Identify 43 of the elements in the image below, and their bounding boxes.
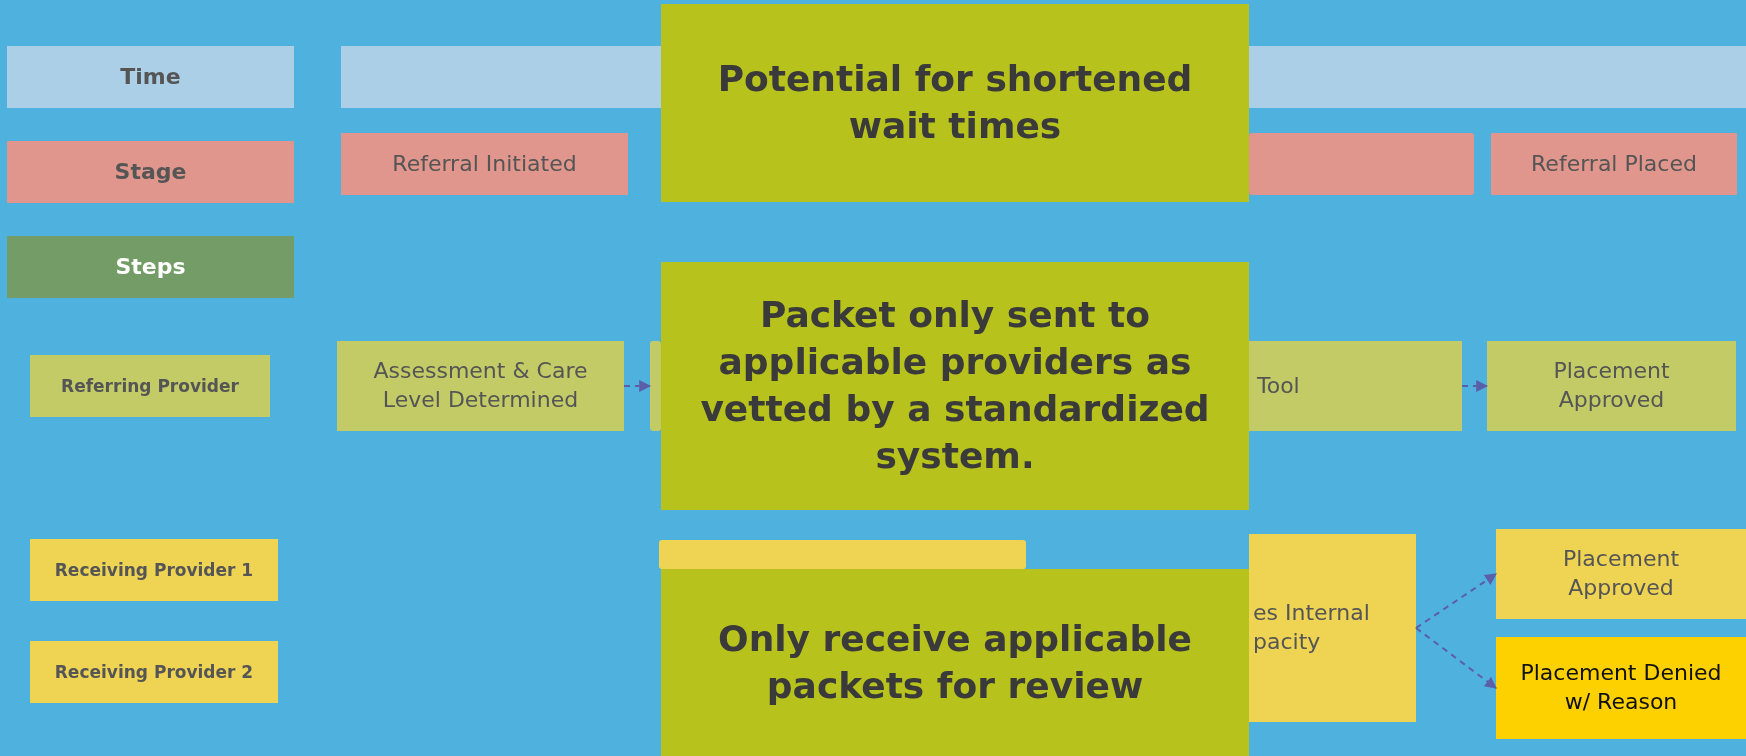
- callout-box: [661, 262, 1249, 510]
- callout-box: [661, 569, 1249, 756]
- arrow: [623, 380, 652, 392]
- callout-text: Only receive applicable packets for review: [717, 616, 1193, 708]
- lane-label: Receiving Provider 2: [54, 660, 254, 684]
- process-box: [1249, 534, 1416, 722]
- lane-header: [7, 46, 294, 108]
- process-box: [1487, 341, 1736, 431]
- lane-label: Receiving Provider 1: [54, 558, 254, 582]
- process-box: [1491, 133, 1737, 195]
- timeline-bar: [341, 46, 661, 108]
- lane-header: [30, 641, 278, 703]
- lane-label: Time: [120, 62, 181, 91]
- arrow: [1461, 380, 1489, 392]
- lane-label: Steps: [115, 252, 186, 281]
- process-box: [650, 341, 661, 431]
- step-label: Referral Initiated: [392, 149, 577, 178]
- step-label: Assessment & Care Level Determined: [372, 357, 589, 414]
- step-label: Referral Placed: [1531, 149, 1697, 178]
- step-label: Placement Approved: [1562, 545, 1680, 602]
- lane-header: [7, 141, 294, 203]
- timeline-bar: [1249, 46, 1746, 108]
- lane-header: [7, 236, 294, 298]
- process-box: [337, 341, 624, 431]
- process-box: [341, 133, 628, 195]
- lane-label: Stage: [114, 157, 187, 186]
- step-label: es Internal pacity: [1253, 599, 1371, 656]
- process-box: [659, 540, 1026, 569]
- process-box: [1249, 133, 1474, 195]
- step-label: Placement Denied w/ Reason: [1519, 659, 1723, 716]
- process-box: [1496, 529, 1746, 619]
- callout-box: [661, 4, 1249, 202]
- lane-header: [30, 539, 278, 601]
- step-label: Placement Approved: [1552, 357, 1671, 414]
- step-label: Tool: [1257, 371, 1300, 400]
- arrow: [1415, 627, 1497, 689]
- lane-label: Referring Provider: [61, 374, 239, 398]
- callout-text: Potential for shortened wait times: [716, 57, 1194, 148]
- arrow: [1415, 573, 1497, 629]
- process-box: [1249, 341, 1462, 431]
- callout-text: Packet only sent to applicable providers as vetted by a standardized system.: [699, 293, 1211, 478]
- lane-header: [30, 355, 270, 417]
- process-box: [1496, 637, 1746, 739]
